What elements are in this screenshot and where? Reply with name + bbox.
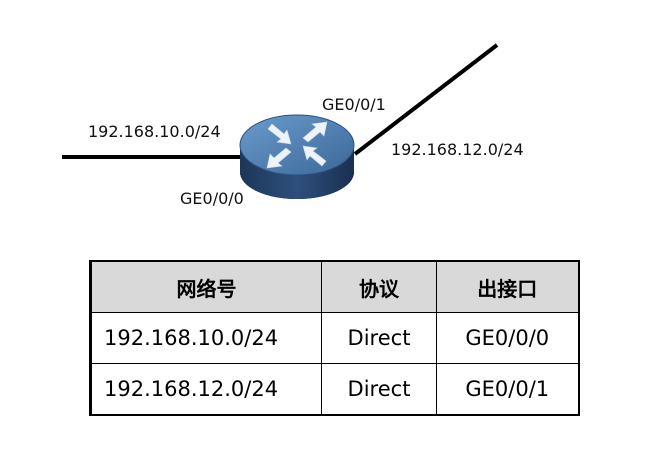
right-interface-label: GE0/0/1 [322, 95, 386, 114]
cell-network: 192.168.12.0/24 [90, 363, 322, 416]
table-header-row: 网络号 协议 出接口 [90, 260, 579, 313]
cell-interface: GE0/0/0 [436, 312, 579, 364]
topology-canvas [62, 43, 499, 199]
table-row: 192.168.12.0/24 Direct GE0/0/1 [90, 363, 579, 416]
left-interface-label: GE0/0/0 [180, 189, 244, 208]
table-row: 192.168.10.0/24 Direct GE0/0/0 [90, 312, 579, 364]
link-right [353, 43, 499, 156]
cell-network: 192.168.10.0/24 [90, 312, 322, 364]
right-network-label: 192.168.12.0/24 [391, 140, 524, 159]
header-protocol: 协议 [321, 260, 437, 313]
left-network-label: 192.168.10.0/24 [88, 122, 221, 141]
router-icon[interactable] [239, 114, 355, 199]
routing-table: 网络号 协议 出接口 192.168.10.0/24 Direct GE0/0/… [89, 260, 580, 416]
cell-protocol: Direct [321, 312, 437, 364]
cell-protocol: Direct [321, 363, 437, 416]
header-network: 网络号 [90, 260, 322, 313]
cell-interface: GE0/0/1 [436, 363, 579, 416]
header-interface: 出接口 [436, 260, 579, 313]
